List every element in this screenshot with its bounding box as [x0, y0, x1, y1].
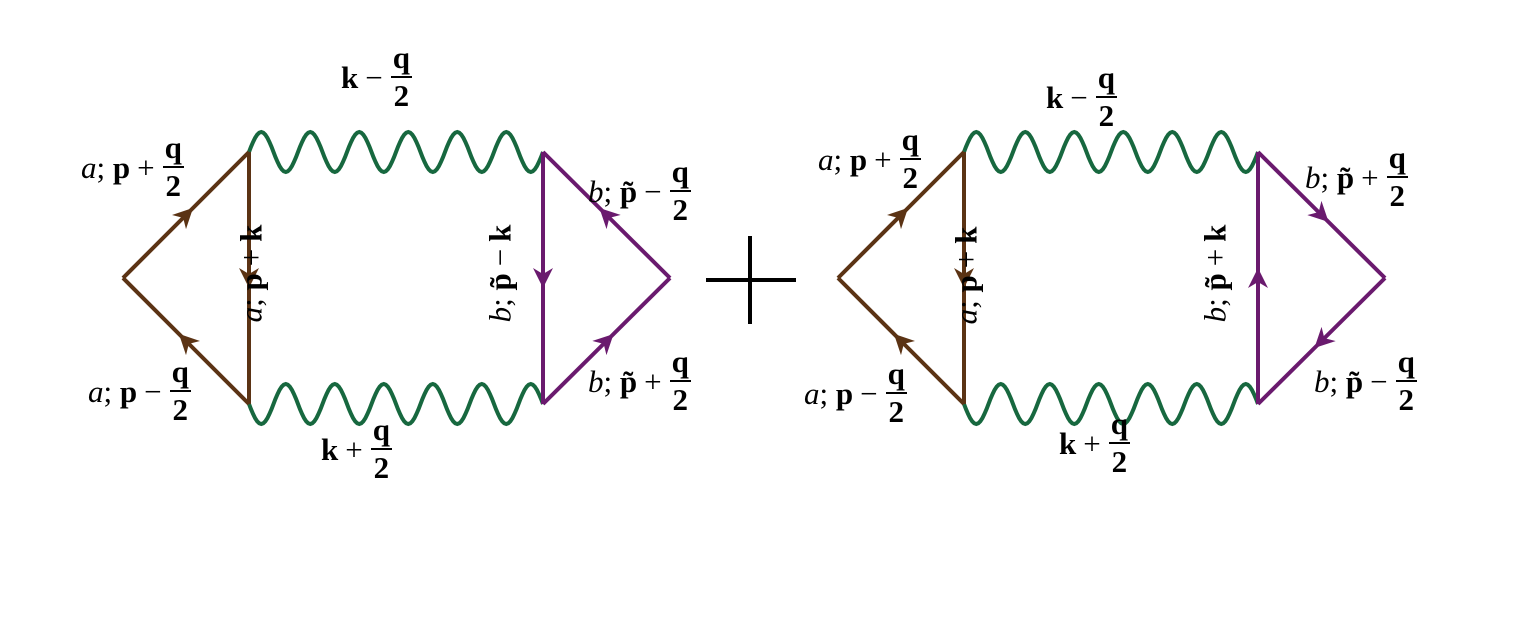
left-bottom-gluon-line: [247, 381, 545, 427]
right-quark-b-upper-line: [1256, 150, 1387, 280]
left-quark-b-upper-line: [541, 150, 672, 280]
right-quark-b-lower-line: [1256, 276, 1387, 406]
left-quark-a-upper-line: [121, 150, 251, 280]
plus-operator-vertical: [748, 236, 752, 324]
left-quark-b-vertical-label: b; p̃−k: [482, 224, 518, 323]
left-top-gluon-line: [247, 129, 545, 175]
right-quark-a-lower-line: [836, 276, 966, 406]
left-quark-b-lower-line: [541, 276, 672, 406]
right-quark-b-vertical-label: b; p̃+k: [1197, 224, 1233, 323]
right-top-gluon-line: [962, 129, 1260, 175]
left-quark-a-vertical-label: a; p+k: [233, 224, 269, 323]
diagram-left: [121, 129, 672, 427]
diagram-right: [836, 129, 1387, 427]
right-quark-a-upper-line: [836, 150, 966, 280]
right-quark-a-vertical-label: a; p+k: [948, 226, 984, 325]
right-bottom-gluon-line: [962, 381, 1260, 427]
left-quark-a-lower-line: [121, 276, 251, 406]
